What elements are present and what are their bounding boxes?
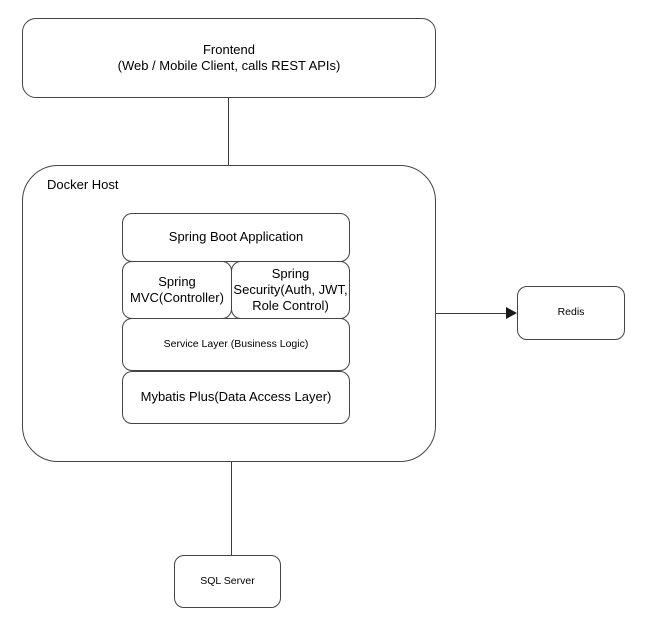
node-sql-server[interactable]: SQL Server xyxy=(174,555,281,608)
docker-host-label: Docker Host xyxy=(47,177,119,192)
node-mybatis-plus[interactable]: Mybatis Plus(Data Access Layer) xyxy=(122,371,350,424)
node-redis[interactable]: Redis xyxy=(517,286,625,340)
edge-docker-host-to-sql-server xyxy=(231,462,232,555)
node-spring-boot-application[interactable]: Spring Boot Application xyxy=(122,213,350,262)
edge-frontend-to-docker-host xyxy=(228,98,229,165)
arrowhead-icon xyxy=(506,307,517,319)
node-spring-mvc-controller[interactable]: Spring MVC(Controller) xyxy=(122,261,232,319)
node-service-layer[interactable]: Service Layer (Business Logic) xyxy=(122,318,350,371)
edge-docker-host-to-redis xyxy=(436,313,510,314)
node-frontend[interactable]: Frontend (Web / Mobile Client, calls RES… xyxy=(22,18,436,98)
node-spring-security[interactable]: Spring Security(Auth, JWT, Role Control) xyxy=(231,261,350,319)
